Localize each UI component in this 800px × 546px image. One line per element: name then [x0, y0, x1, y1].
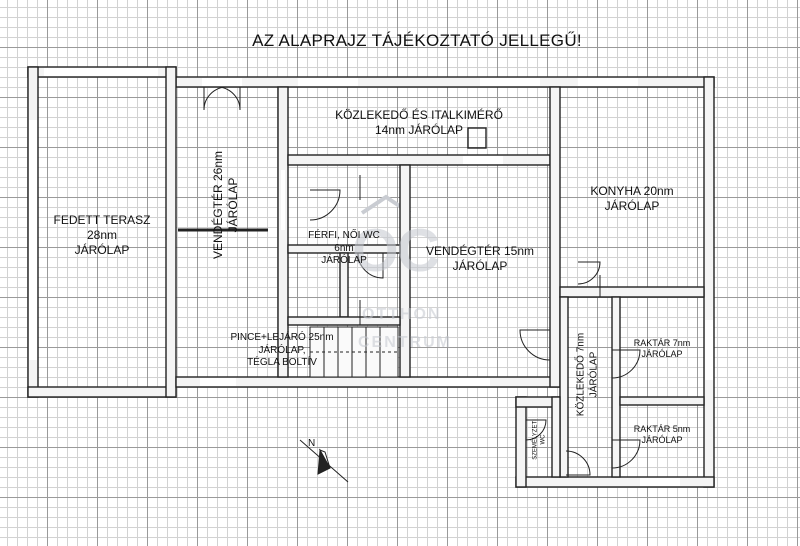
- interior-walls: [277, 86, 705, 478]
- guest-room-center-label: VENDÉGTÉR 15nm JÁRÓLAP: [410, 244, 550, 274]
- north-label: N: [308, 438, 316, 449]
- cellar-floor: JÁRÓLAP,: [258, 344, 306, 356]
- cellar-label: PINCE+LEJÁRÓ 25nm JÁRÓLAP, TÉGLA BOLTÍV: [200, 332, 364, 370]
- staff-wc-sub: WC: [540, 434, 546, 445]
- storage1-floor: JÁRÓLAP: [641, 349, 683, 360]
- watermark-logo: OC: [352, 217, 440, 284]
- terrace-name: FEDETT TERASZ: [53, 213, 151, 227]
- door-swings: [203, 86, 641, 476]
- wc-label: FÉRFI, NŐI WC 6nm JÁRÓLAP: [288, 230, 400, 268]
- guest-room-center-name: VENDÉGTÉR 15nm: [425, 244, 535, 258]
- guest-room-left-label: VENDÉGTÉR 26nm JÁRÓLAP: [211, 145, 241, 265]
- cellar-vault: TÉGLA BOLTÍV: [247, 357, 317, 368]
- corridor-bar-area: 14nm JÁRÓLAP: [374, 123, 464, 137]
- corridor-bar-name: KÖZLEKEDŐ ÉS ITALKIMÉRŐ: [335, 108, 503, 122]
- corridor-small-name: KÖZLEKEDŐ 7nm: [575, 332, 587, 417]
- cellar-name: PINCE+LEJÁRÓ 25nm: [230, 332, 334, 343]
- storage1-label: RAKTÁR 7nm JÁRÓLAP: [620, 338, 704, 361]
- chimney: [467, 127, 487, 149]
- terrace-area: 28nm: [86, 228, 118, 242]
- kitchen-name: KONYHA 20nm: [590, 184, 674, 198]
- kitchen-floor: JÁRÓLAP: [604, 199, 660, 213]
- kitchen-label: KONYHA 20nm JÁRÓLAP: [560, 184, 704, 214]
- storage2-floor: JÁRÓLAP: [641, 435, 683, 446]
- guest-room-left-floor: JÁRÓLAP: [226, 177, 240, 233]
- wc-area: 6nm: [334, 242, 354, 254]
- terrace-floor: JÁRÓLAP: [74, 243, 130, 257]
- north-arrow-icon: [299, 439, 349, 483]
- wc-name: FÉRFI, NŐI WC: [308, 230, 380, 241]
- corridor-bar-label: KÖZLEKEDŐ ÉS ITALKIMÉRŐ 14nm JÁRÓLAP: [288, 108, 550, 138]
- storage1-name: RAKTÁR 7nm: [633, 338, 691, 348]
- corridor-small-label: KÖZLEKEDŐ 7nm JÁRÓLAP: [576, 330, 601, 420]
- staff-wc-name: SZEMÉLYZETI: [532, 419, 539, 460]
- corridor-small-floor: JÁRÓLAP: [588, 351, 599, 398]
- wall-openings: [29, 68, 713, 486]
- watermark-text-otthon: OTTHON: [362, 306, 442, 323]
- wc-floor: JÁRÓLAP: [321, 255, 367, 266]
- guest-room-left-name: VENDÉGTÉR 26nm: [211, 150, 225, 260]
- terrace-label: FEDETT TERASZ 28nm JÁRÓLAP: [38, 213, 166, 258]
- storage2-name: RAKTÁR 5nm: [633, 424, 691, 434]
- watermark-text-centrum: CENTRUM: [358, 334, 452, 351]
- stairs: [309, 326, 399, 378]
- storage2-label: RAKTÁR 5nm JÁRÓLAP: [620, 424, 704, 447]
- staff-wc-label: SZEMÉLYZETI WC: [533, 410, 548, 470]
- guest-room-center-floor: JÁRÓLAP: [452, 259, 508, 273]
- page-title: AZ ALAPRAJZ TÁJÉKOZTATÓ JELLEGŰ!: [252, 31, 582, 50]
